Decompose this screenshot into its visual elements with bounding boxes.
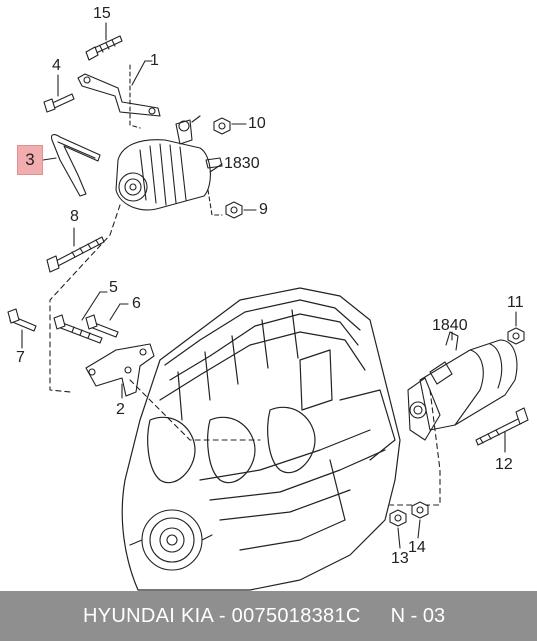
callout-15: 15 [93,5,111,22]
callout-2: 2 [116,401,125,418]
callout-12: 12 [495,456,513,473]
nut-10 [213,117,231,135]
callout-1840: 1840 [432,317,468,334]
callout-5: 5 [109,279,118,296]
callout-9: 9 [259,201,268,218]
bracket-1 [77,73,161,117]
callout-1830: 1830 [224,155,260,172]
nut-9 [225,201,243,219]
page-reference: N - 03 [390,604,446,627]
bolt-4 [43,93,75,113]
bolt-15 [85,35,123,61]
bolt-12 [475,407,529,446]
bolt-6 [85,314,119,338]
callout-3-highlighted[interactable]: 3 [17,145,43,175]
alternator [115,115,223,211]
callout-1: 1 [150,52,159,69]
engine-block [121,287,401,591]
bracket-2 [85,343,155,397]
callout-4: 4 [52,57,61,74]
nut-14 [411,501,429,519]
bolt-5 [53,314,103,344]
part-number-text: HYUNDAI KIA - 0075018381C [83,604,361,627]
footer-bar: HYUNDAI KIA - 0075018381C N - 03 [0,591,537,641]
callout-13: 13 [391,550,409,567]
callout-7: 7 [16,349,25,366]
callout-14: 14 [408,539,426,556]
callout-11: 11 [507,294,524,311]
starter-motor [407,331,518,441]
diagram-drawing [7,22,529,591]
callout-10: 10 [248,115,266,132]
bolt-8 [46,236,105,273]
callout-6: 6 [132,295,141,312]
callout-8: 8 [70,208,79,225]
nut-13 [389,509,407,527]
belt-3 [50,134,101,197]
crank-pulley [129,509,213,571]
bolt-7 [7,308,37,332]
nut-11 [507,327,525,345]
